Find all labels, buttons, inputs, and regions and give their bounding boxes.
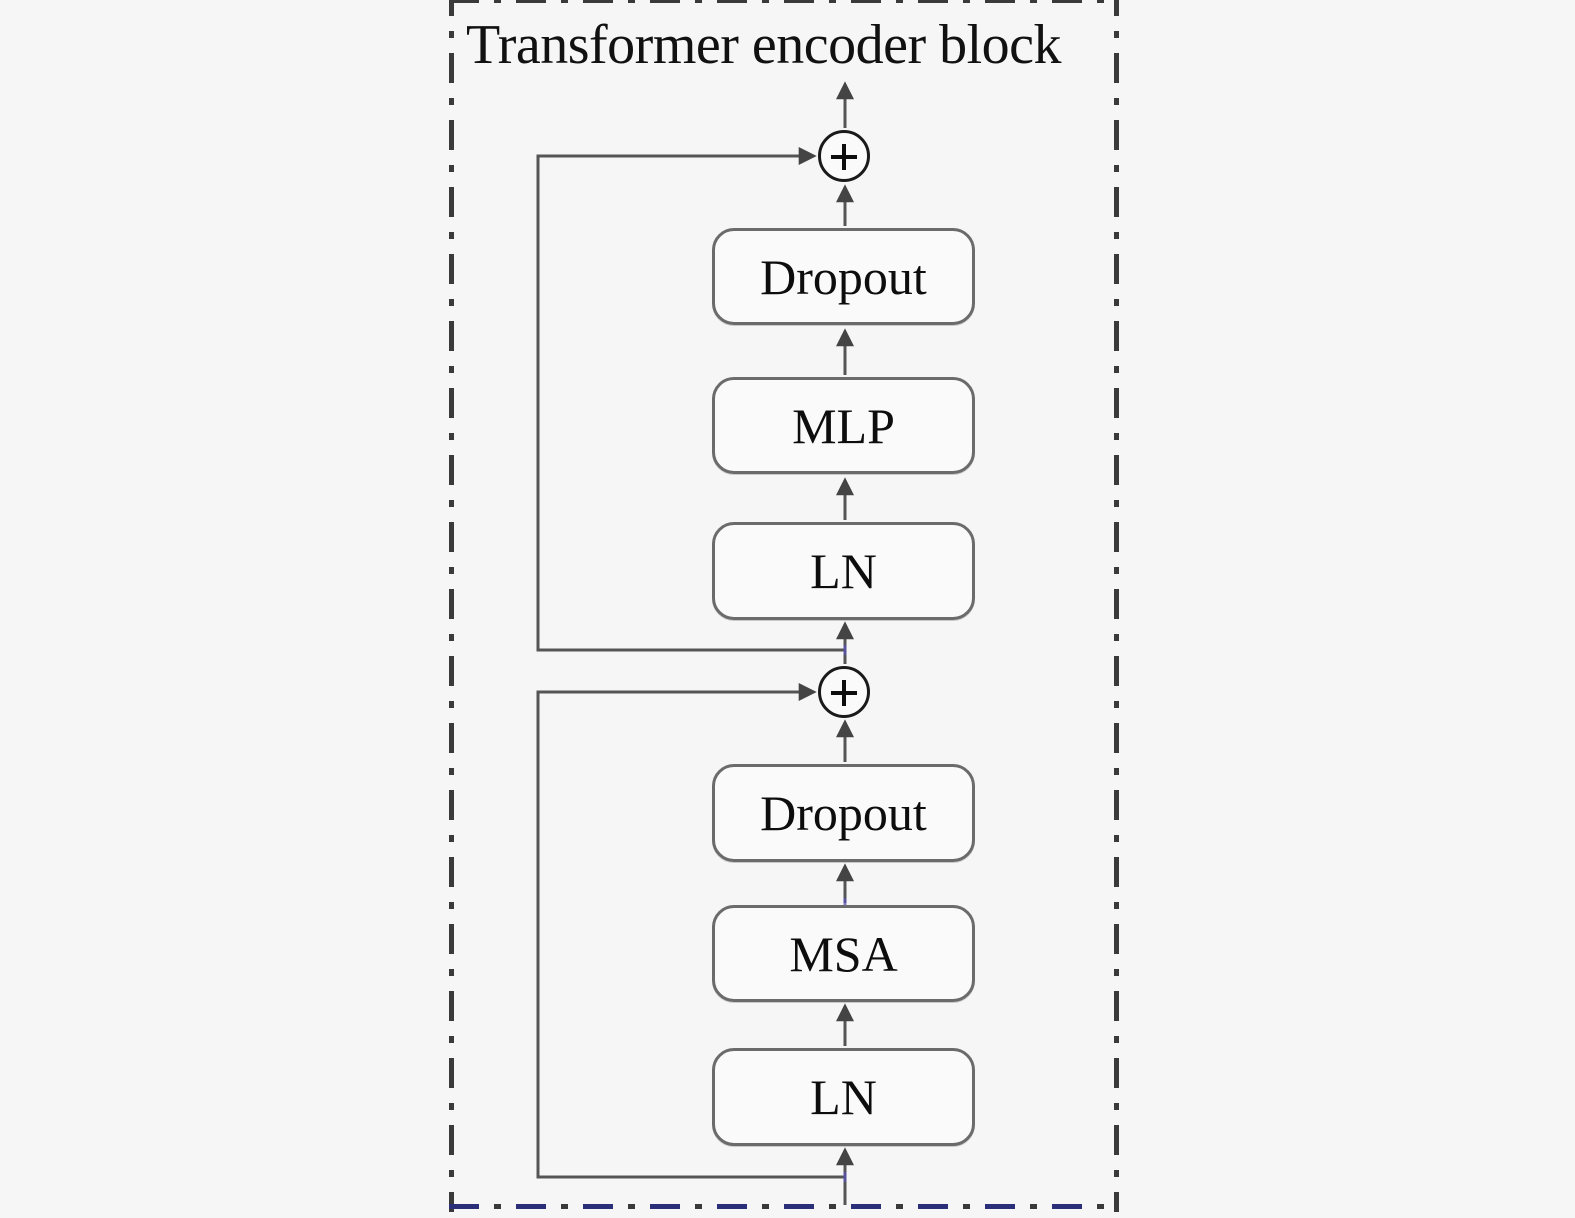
node-msa-label: MSA bbox=[789, 925, 898, 982]
node-dropout-top[interactable]: Dropout bbox=[712, 228, 975, 325]
container-border-left bbox=[449, 0, 454, 1212]
node-ln-bottom[interactable]: LN bbox=[712, 1048, 975, 1146]
plus-icon-vertical bbox=[842, 144, 846, 170]
container-border-top bbox=[449, 0, 1119, 3]
node-dropout-bottom[interactable]: Dropout bbox=[712, 764, 975, 862]
node-mlp[interactable]: MLP bbox=[712, 377, 975, 474]
node-ln-bottom-label: LN bbox=[810, 1069, 877, 1125]
node-mlp-label: MLP bbox=[792, 397, 895, 454]
node-ln-top-label: LN bbox=[810, 543, 877, 599]
container-border-bottom bbox=[449, 1204, 1119, 1209]
node-ln-top[interactable]: LN bbox=[712, 522, 975, 620]
node-dropout-top-label: Dropout bbox=[760, 248, 927, 305]
page-title: Transformer encoder block bbox=[466, 14, 1062, 76]
node-dropout-bottom-label: Dropout bbox=[760, 785, 927, 841]
container-border-right bbox=[1114, 0, 1119, 1212]
node-msa[interactable]: MSA bbox=[712, 905, 975, 1002]
plus-icon-vertical bbox=[842, 680, 846, 706]
add-node-bottom[interactable] bbox=[818, 666, 870, 718]
add-node-top[interactable] bbox=[818, 130, 870, 182]
